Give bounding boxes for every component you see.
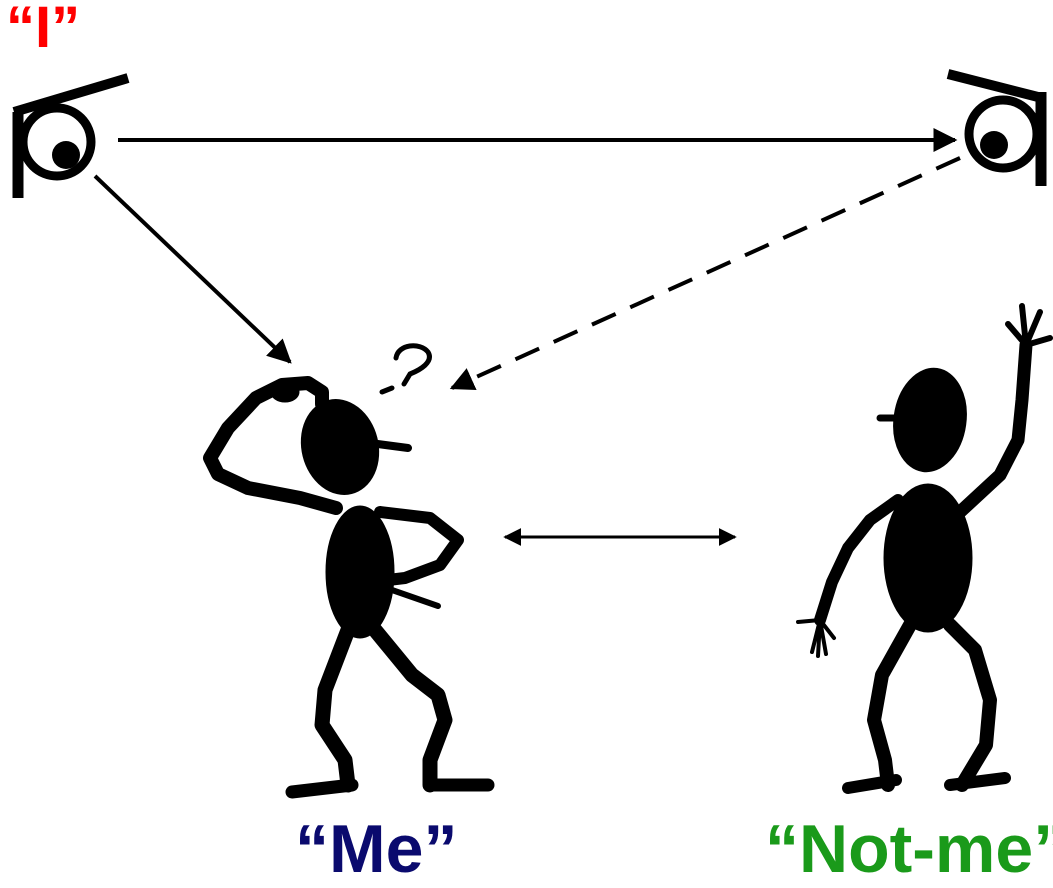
label-me: “Me” bbox=[295, 811, 458, 887]
me-figure bbox=[203, 376, 495, 799]
arrow-i-to-me bbox=[93, 174, 292, 364]
question-mark-icon bbox=[379, 343, 432, 395]
not-me-figure bbox=[796, 303, 1053, 794]
dashed-arrow-other-to-me bbox=[449, 156, 961, 391]
left-eye-icon bbox=[12, 73, 130, 198]
right-eye-icon bbox=[946, 69, 1047, 186]
label-i: “I” bbox=[6, 0, 81, 60]
label-not-me: “Not-me” bbox=[765, 811, 1053, 887]
